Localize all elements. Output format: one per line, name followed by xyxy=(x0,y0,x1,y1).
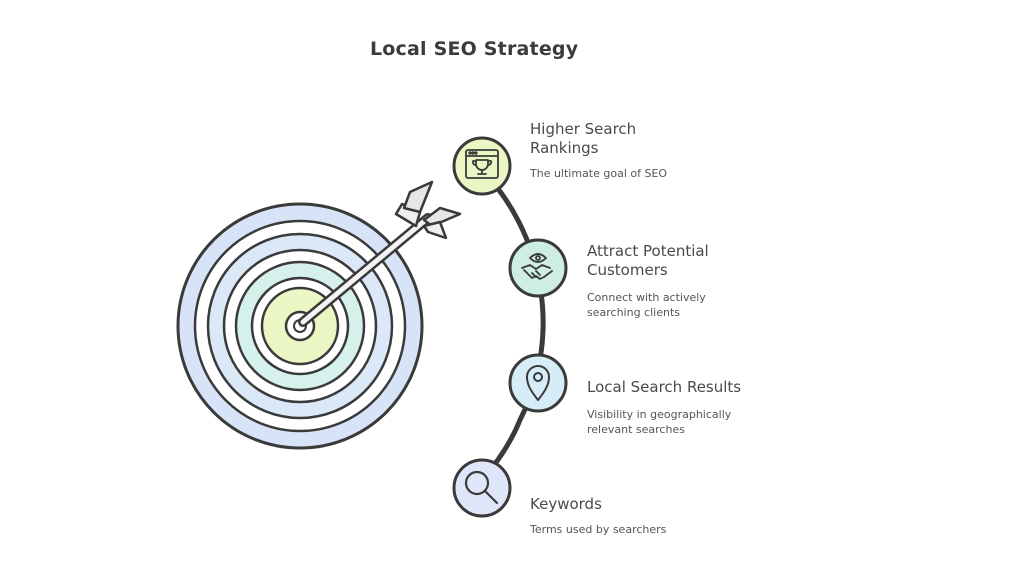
step-title: Attract Potential Customers xyxy=(587,242,709,279)
step-4-node xyxy=(452,458,512,518)
connector-arc xyxy=(479,167,546,483)
step-title: Higher Search Rankings xyxy=(530,120,637,157)
step-3-node xyxy=(508,353,568,413)
trophy-icon xyxy=(465,149,499,179)
map-pin-icon xyxy=(526,365,550,401)
step-description: Visibility in geographically relevant se… xyxy=(587,408,732,436)
step-description: Connect with actively searching clients xyxy=(587,291,706,319)
step-title: Keywords xyxy=(530,495,602,513)
step-description: The ultimate goal of SEO xyxy=(530,167,668,180)
step-title: Local Search Results xyxy=(587,378,742,396)
step-attract-potential-customers: Attract Potential Customers Connect with… xyxy=(587,242,757,320)
step-higher-search-rankings: Higher Search Rankings The ultimate goal… xyxy=(530,120,690,181)
step-1-node xyxy=(452,136,512,196)
step-description: Terms used by searchers xyxy=(530,523,667,536)
handshake-icon xyxy=(521,253,553,280)
arrow-icon xyxy=(298,180,462,327)
step-keywords: Keywords Terms used by searchers xyxy=(530,495,720,537)
magnifier-icon xyxy=(464,470,499,505)
step-2-node xyxy=(508,238,568,298)
diagram-title: Local SEO Strategy xyxy=(370,38,579,60)
step-local-search-results: Local Search Results Visibility in geogr… xyxy=(587,378,777,437)
